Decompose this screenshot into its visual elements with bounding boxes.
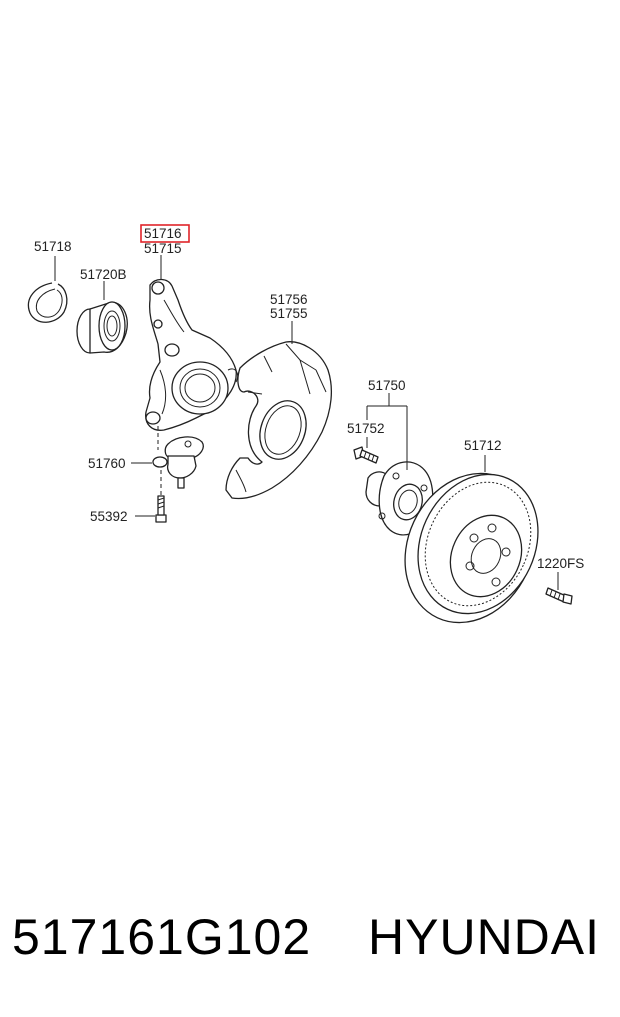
ball-joint-part [131,436,204,489]
label-51756[interactable]: 51756 [270,292,308,307]
brake-disc-part [404,455,539,624]
label-51760[interactable]: 51760 [88,456,126,471]
screw-part [545,572,573,605]
label-1220FS[interactable]: 1220FS [537,556,584,571]
label-55392[interactable]: 55392 [90,509,128,524]
label-51750[interactable]: 51750 [368,378,406,393]
part-number: 517161G102 [12,909,312,965]
dust-cover-part [225,321,332,500]
wheel-bearing-part [76,281,128,354]
bolt-part [135,470,167,523]
brand-name: HYUNDAI [368,909,601,965]
label-51716[interactable]: 51716 [144,226,182,241]
label-51752[interactable]: 51752 [347,421,385,436]
label-51715[interactable]: 51715 [144,241,182,256]
steering-knuckle-part [145,255,239,450]
footer-bar: 517161G102 HYUNDAI [0,900,620,980]
label-51712[interactable]: 51712 [464,438,502,453]
highlight-box-51716 [140,224,190,243]
snap-ring-part [27,256,68,323]
label-51755[interactable]: 51755 [270,306,308,321]
label-51720B[interactable]: 51720B [80,267,127,282]
label-51718[interactable]: 51718 [34,239,72,254]
